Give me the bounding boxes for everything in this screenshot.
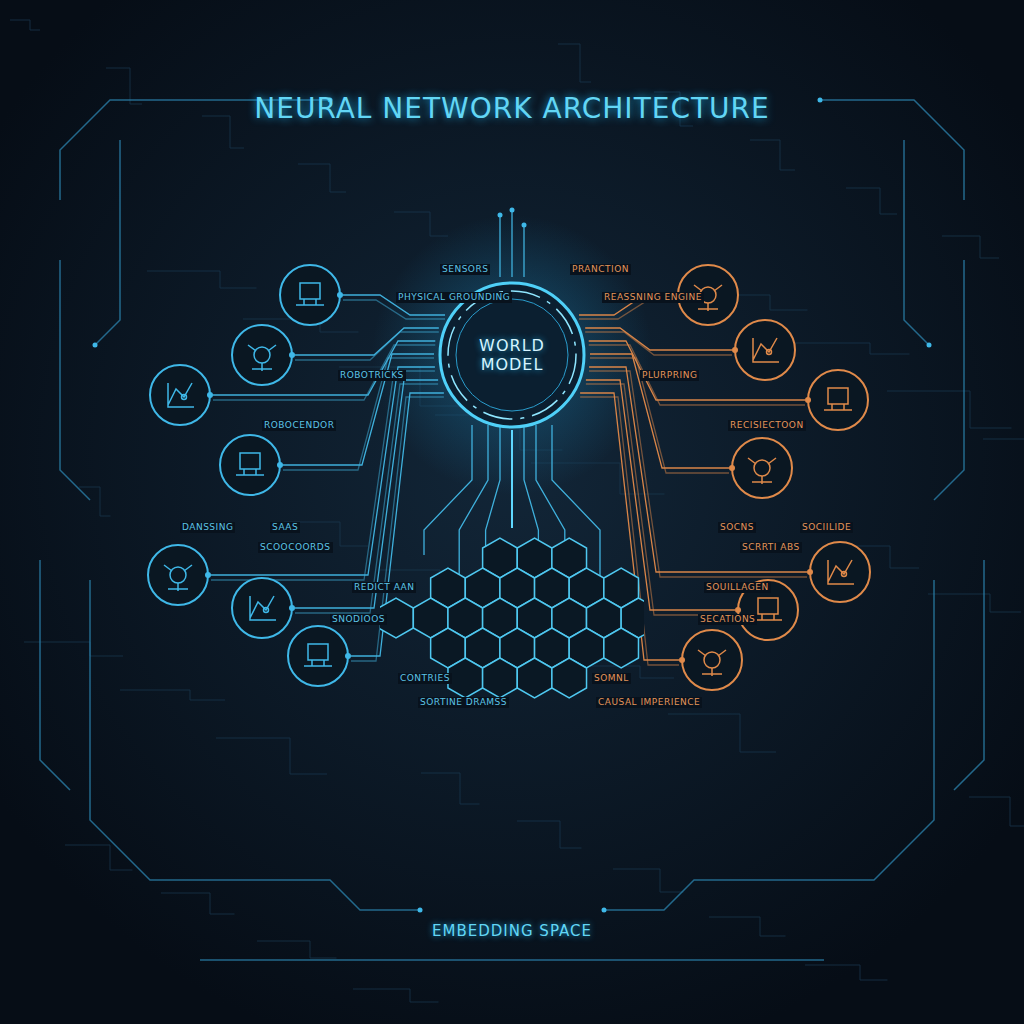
module-label: SOCIILIDE	[800, 522, 853, 533]
module-icon	[280, 265, 343, 325]
module-icons	[148, 265, 870, 690]
module-label: SNODIOOS	[330, 614, 387, 625]
module-label: RECISIECTOON	[728, 420, 806, 431]
wire-dot	[522, 223, 527, 228]
input-wires	[211, 295, 445, 661]
module-label: REASSNING ENGINE	[602, 292, 704, 303]
module-label: ROBOTRICKS	[338, 370, 406, 381]
module-icon	[148, 545, 211, 605]
module-icon	[805, 370, 868, 430]
module-label: SCOOCOORDS	[258, 542, 333, 553]
circuit-texture	[10, 20, 1024, 1002]
module-icon	[232, 325, 295, 385]
module-label: SCRRTI ABS	[740, 542, 802, 553]
module-icon	[679, 630, 742, 690]
module-label: SAAS	[270, 522, 300, 533]
module-icon	[729, 438, 792, 498]
module-label: SOUILLAGEN	[704, 582, 771, 593]
module-label: SECATIONS	[698, 614, 757, 625]
module-icon	[807, 542, 870, 602]
output-wires	[579, 295, 807, 665]
module-icon	[232, 578, 295, 638]
core-label: WORLD MODEL	[464, 336, 560, 374]
wire-dot	[510, 208, 515, 213]
module-icon	[732, 320, 795, 380]
wire-dot	[498, 213, 503, 218]
module-label: SOMNL	[592, 673, 631, 684]
hex-grid	[380, 528, 644, 940]
module-label: PRANCTION	[570, 264, 631, 275]
grid-label: EMBEDDING SPACE	[432, 922, 592, 940]
module-label: SOCNS	[718, 522, 756, 533]
embedding-grid: EMBEDDING SPACE	[380, 528, 644, 940]
frame-lines	[40, 100, 984, 960]
module-icon	[220, 435, 283, 495]
module-icon	[288, 626, 351, 686]
trunk-connector	[511, 430, 513, 528]
module-label: SORTINE DRAMSS	[418, 697, 509, 708]
module-label: REDICT AAN	[352, 582, 416, 593]
module-label: CONTRIES	[398, 673, 452, 684]
module-label: PLURPRING	[640, 370, 699, 381]
module-label: SENSORS	[440, 264, 490, 275]
module-label: PHYSICAL GROUNDING	[396, 292, 512, 303]
module-label: DANSSING	[180, 522, 235, 533]
diagram-title: NEURAL NETWORK ARCHITECTURE	[0, 92, 1024, 125]
module-label: CAUSAL IMPERIENCE	[596, 697, 702, 708]
frame-dots	[93, 98, 932, 913]
module-label: ROBOCENDOR	[262, 420, 336, 431]
module-icon	[150, 365, 213, 425]
